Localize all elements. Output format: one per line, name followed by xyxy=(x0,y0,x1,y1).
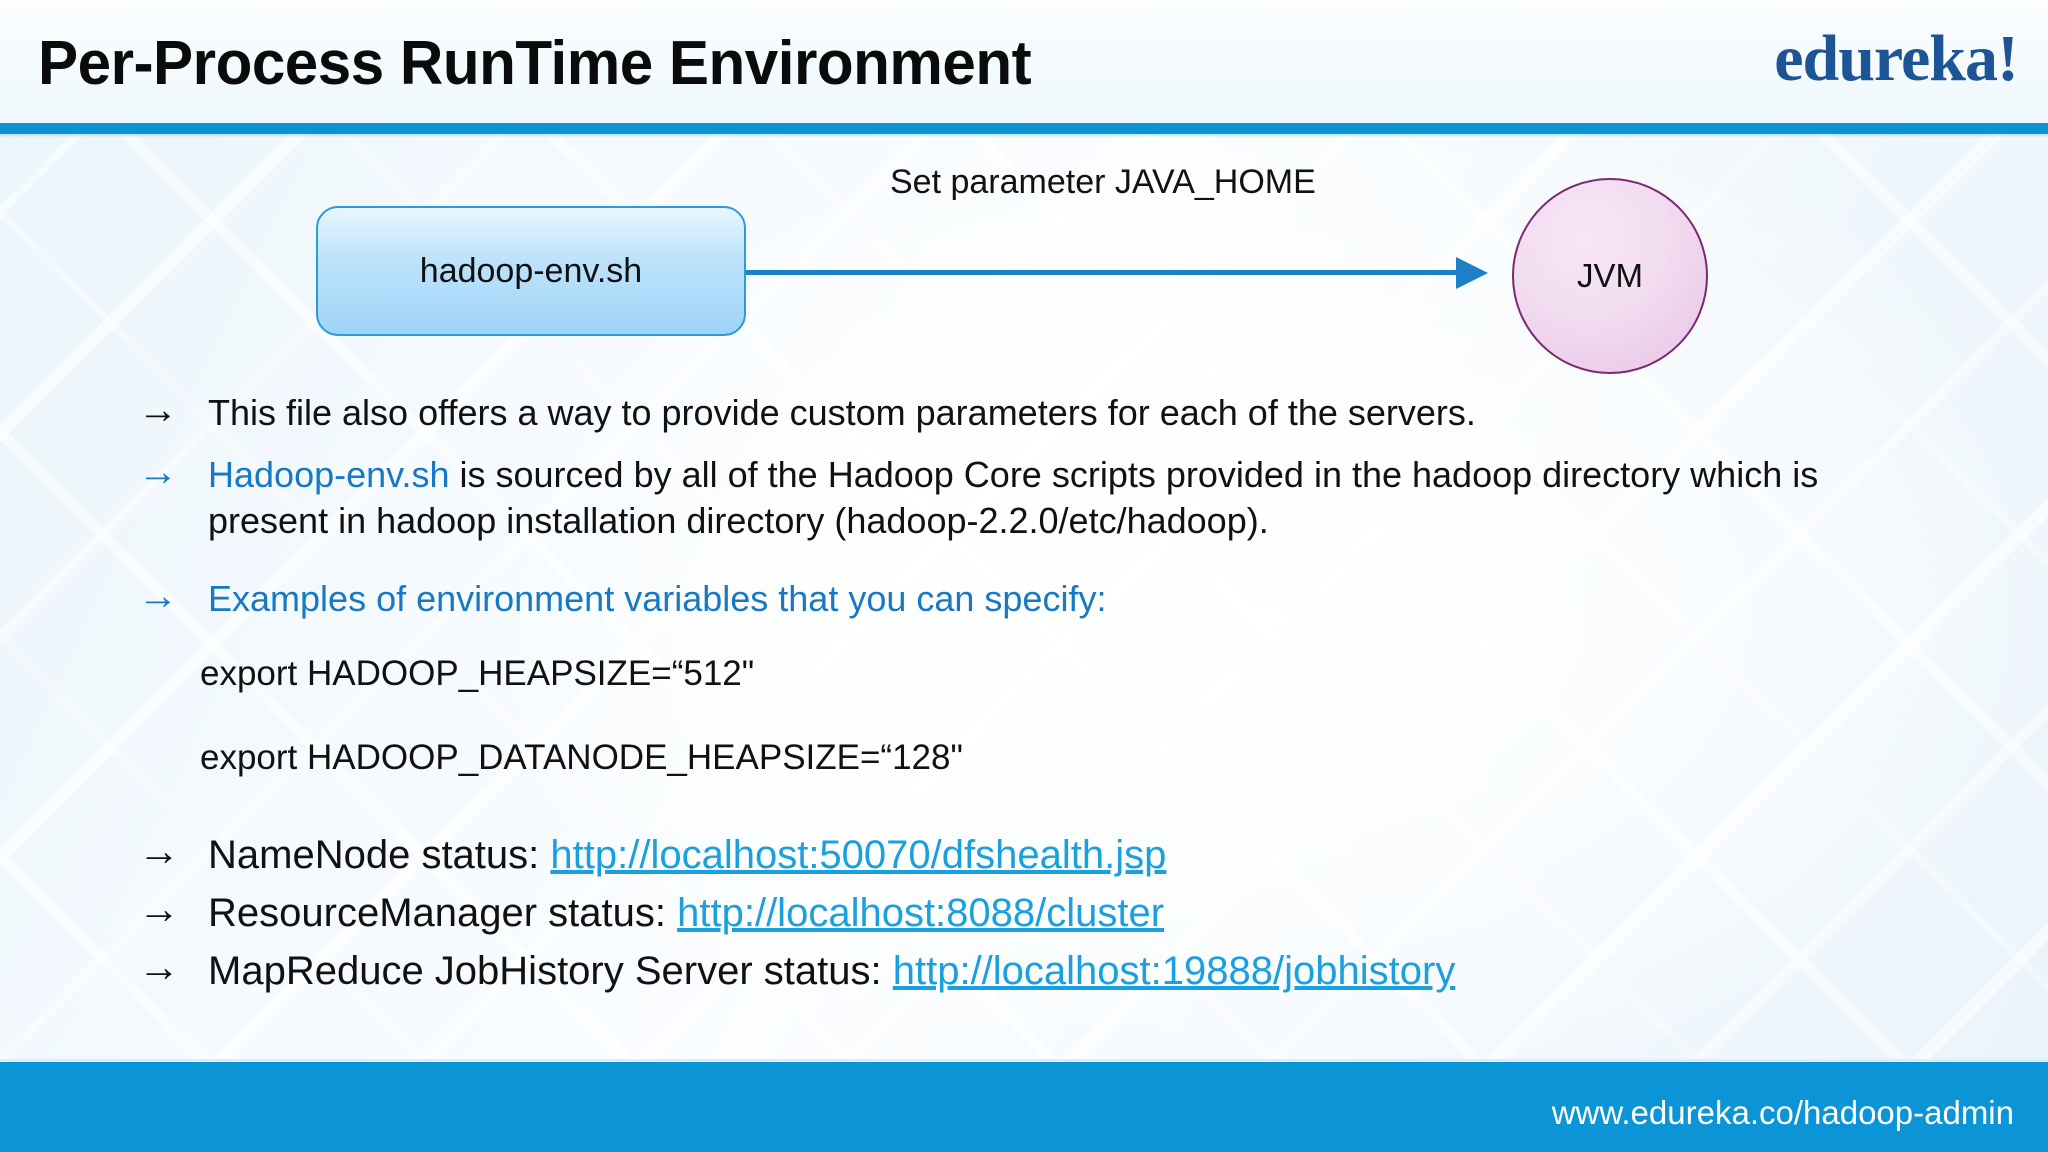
link-namenode-url[interactable]: http://localhost:50070/dfshealth.jsp xyxy=(550,833,1167,877)
footer-top-edge xyxy=(0,1059,2048,1062)
code-line-1: export HADOOP_HEAPSIZE=“512" xyxy=(200,654,755,693)
bullet-item-2: → Hadoop-env.sh is sourced by all of the… xyxy=(0,452,1930,544)
connector-label: Set parameter JAVA_HOME xyxy=(890,163,1316,201)
page-title: Per-Process RunTime Environment xyxy=(38,29,1032,98)
arrow-marker-icon: → xyxy=(138,450,178,494)
arrow-marker-icon: → xyxy=(138,885,180,932)
link-resourcemanager-url[interactable]: http://localhost:8088/cluster xyxy=(677,891,1165,935)
code-line-2: export HADOOP_DATANODE_HEAPSIZE=“128" xyxy=(200,738,963,777)
bullet-item-2-lead: Hadoop-env.sh xyxy=(208,454,450,495)
link-item-resourcemanager-label: ResourceManager status: xyxy=(208,891,678,935)
slide-footer: www.edureka.co/hadoop-admin xyxy=(0,1062,2048,1152)
link-item-namenode-label: NameNode status: xyxy=(208,833,551,877)
link-item-resourcemanager-text: ResourceManager status: http://localhost… xyxy=(200,888,1164,939)
connector-arrow-head-icon xyxy=(1456,257,1488,289)
slide-header: Per-Process RunTime Environment edureka! xyxy=(0,0,2048,123)
bullet-item-3-text: Examples of environment variables that y… xyxy=(208,578,1107,619)
bullet-item-2-text: Hadoop-env.sh is sourced by all of the H… xyxy=(200,452,1930,544)
connector-arrow-line xyxy=(746,270,1460,275)
arrow-marker-icon: → xyxy=(138,388,178,432)
node-hadoop-env-sh-label: hadoop-env.sh xyxy=(419,251,643,290)
footer-url: www.edureka.co/hadoop-admin xyxy=(1551,1094,2014,1131)
arrow-marker-icon: → xyxy=(138,943,180,990)
runtime-diagram: hadoop-env.sh Set parameter JAVA_HOME JV… xyxy=(0,138,2048,388)
link-item-resourcemanager: → ResourceManager status: http://localho… xyxy=(0,888,1164,939)
arrow-marker-icon: → xyxy=(138,574,178,618)
link-item-namenode-text: NameNode status: http://localhost:50070/… xyxy=(200,830,1166,881)
link-item-jobhistory-label: MapReduce JobHistory Server status: xyxy=(208,949,893,993)
link-item-jobhistory: → MapReduce JobHistory Server status: ht… xyxy=(0,946,1455,997)
link-jobhistory-url[interactable]: http://localhost:19888/jobhistory xyxy=(892,949,1456,993)
header-divider-shadow xyxy=(0,134,2048,138)
link-item-namenode: → NameNode status: http://localhost:5007… xyxy=(0,830,1166,881)
edureka-logo: edureka! xyxy=(1774,22,2019,95)
bullet-item-1-text: This file also offers a way to provide c… xyxy=(208,392,1476,433)
node-jvm: JVM xyxy=(1512,178,1708,374)
link-item-jobhistory-text: MapReduce JobHistory Server status: http… xyxy=(200,946,1455,997)
bullet-item-3: → Examples of environment variables that… xyxy=(0,576,1500,622)
node-hadoop-env-sh: hadoop-env.sh xyxy=(316,206,746,336)
bullet-item-1: → This file also offers a way to provide… xyxy=(0,390,1900,436)
bullet-item-2-rest: is sourced by all of the Hadoop Core scr… xyxy=(208,454,1819,542)
arrow-marker-icon: → xyxy=(138,827,180,874)
header-divider-bar xyxy=(0,123,2048,134)
node-jvm-label: JVM xyxy=(1577,257,1643,294)
